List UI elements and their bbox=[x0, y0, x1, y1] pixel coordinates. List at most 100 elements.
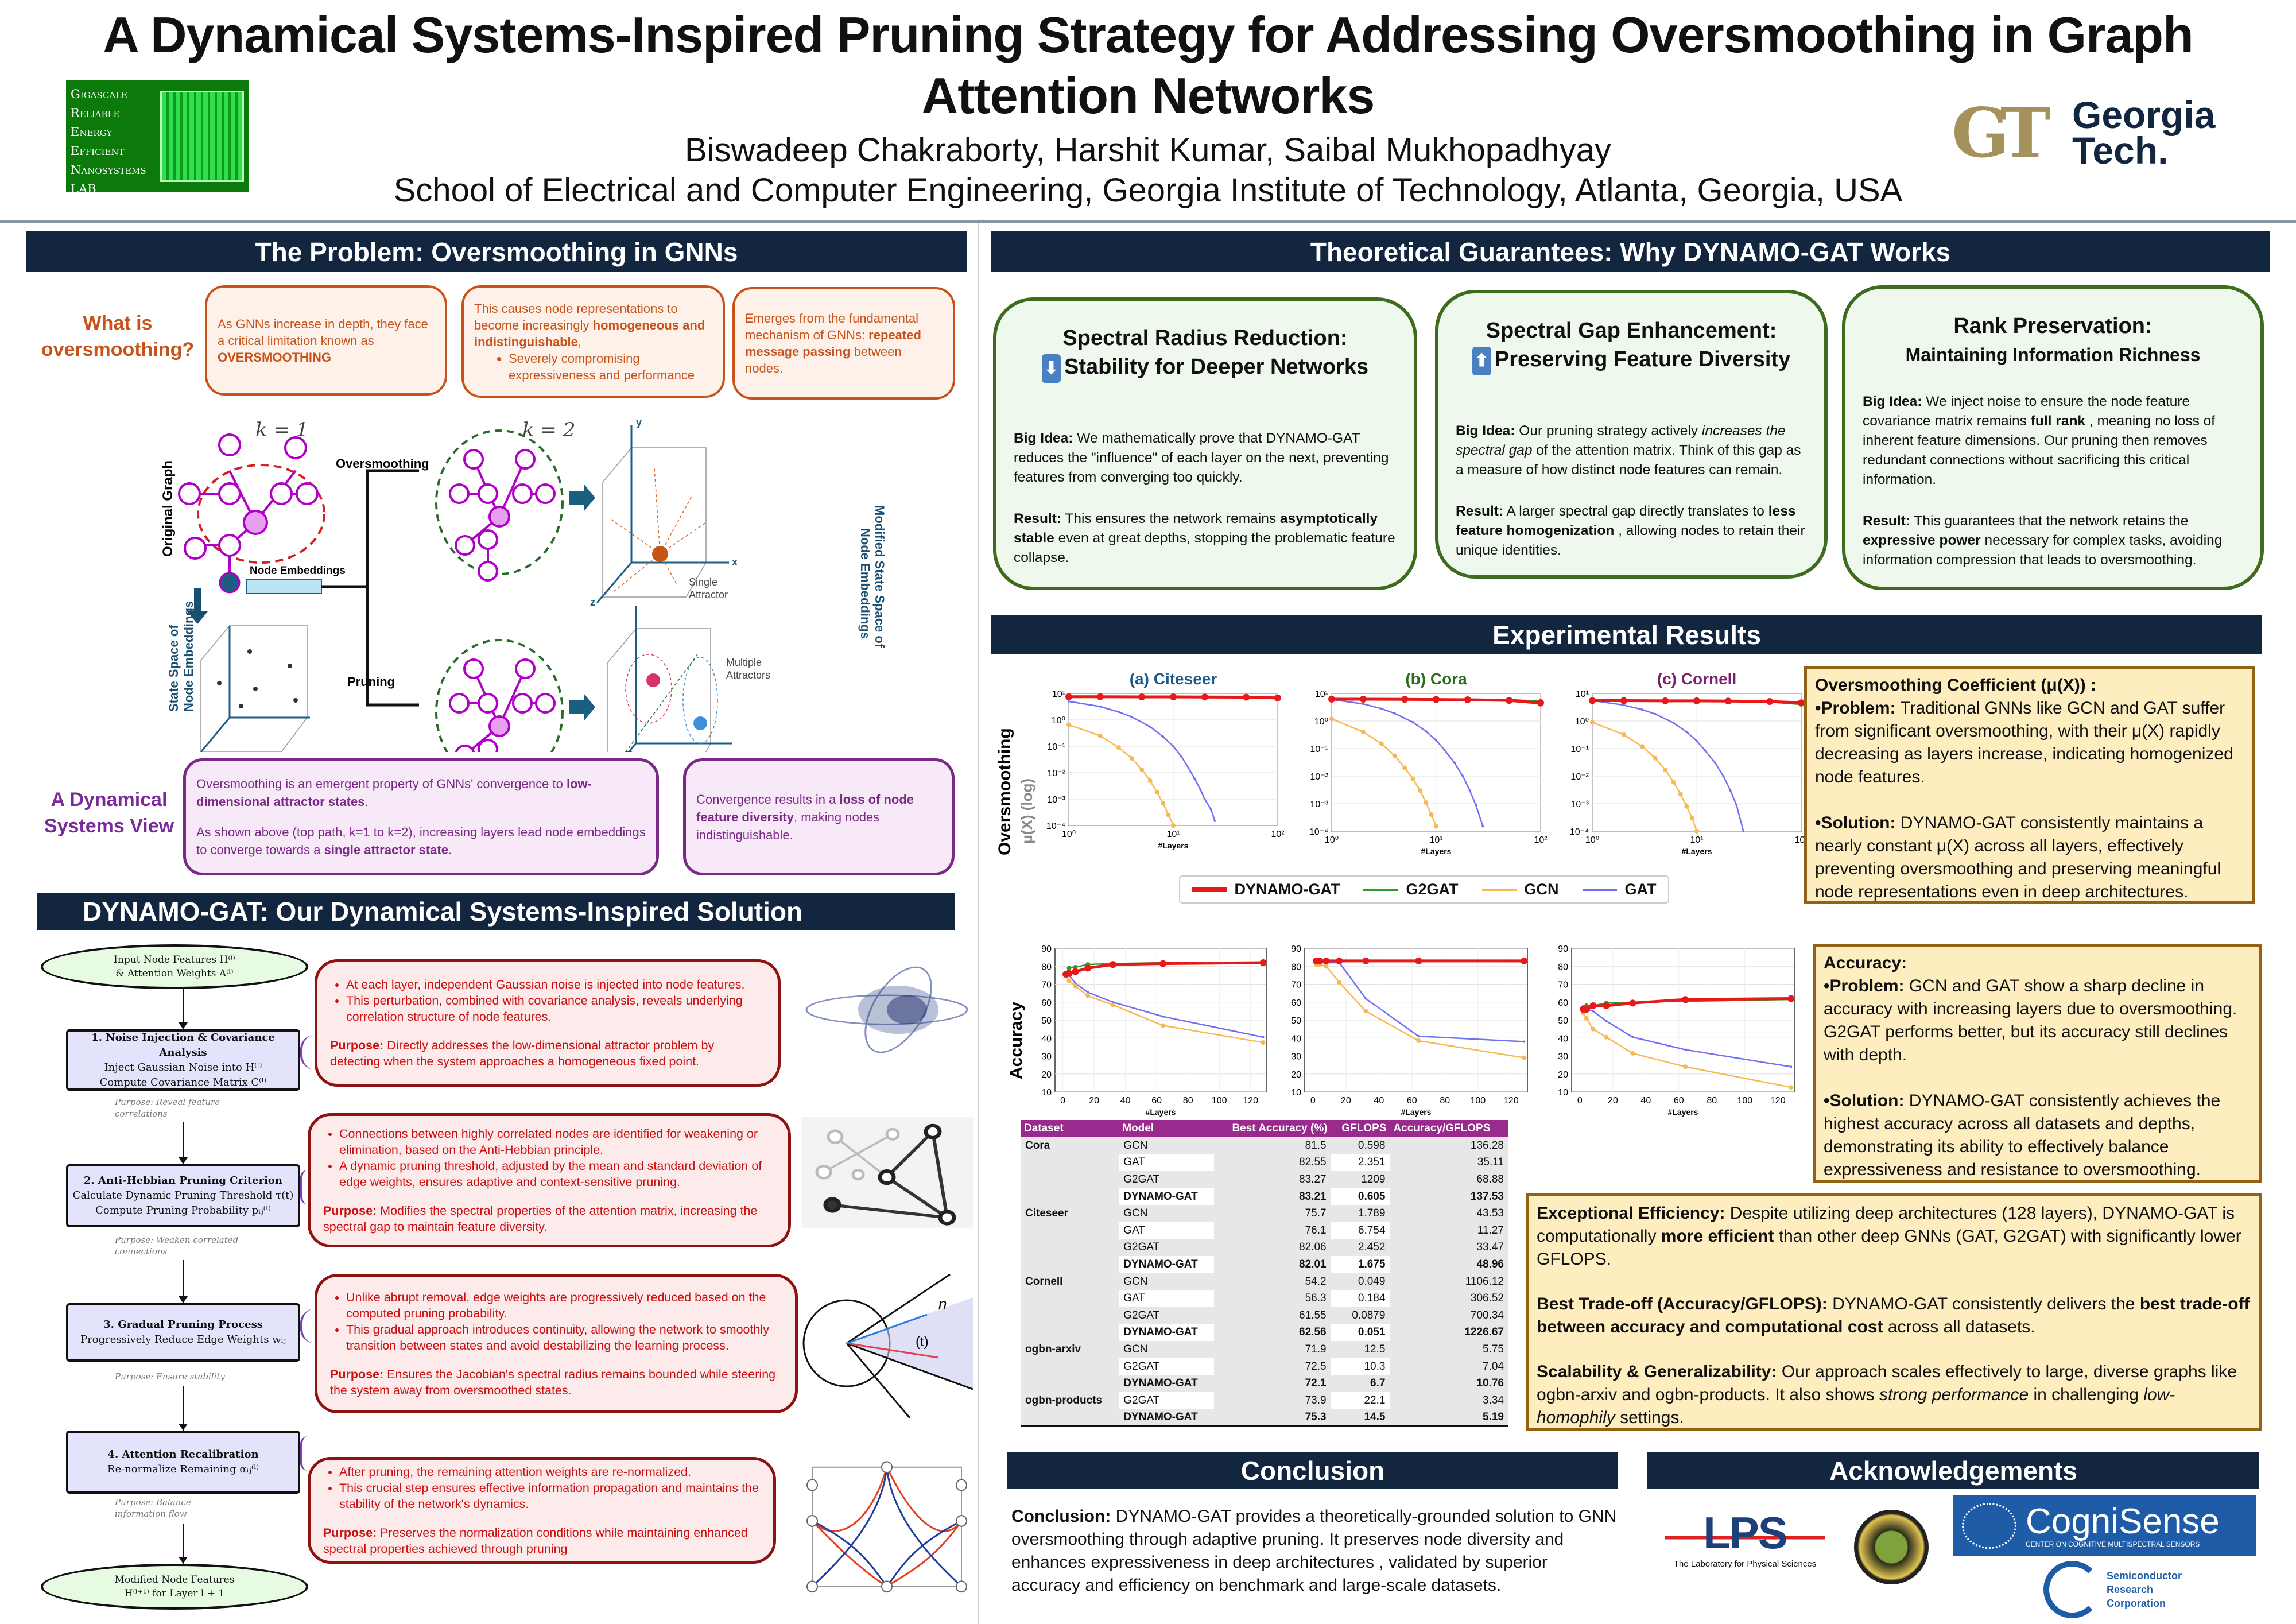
svg-text:Oversmoothing: Oversmoothing bbox=[995, 728, 1014, 855]
table-cell: 83.21 bbox=[1214, 1188, 1331, 1206]
table-cell: 5.75 bbox=[1390, 1341, 1508, 1358]
y-tick-label: 20 bbox=[1558, 1070, 1568, 1080]
data-point-gcn bbox=[1139, 767, 1145, 772]
noise-cloud-illustration bbox=[801, 962, 973, 1082]
table-cell: G2GAT bbox=[1119, 1239, 1215, 1257]
chart-title: (c) Cornell bbox=[1657, 670, 1736, 688]
data-point-gcn bbox=[1434, 824, 1438, 829]
table-cell: 62.56 bbox=[1214, 1324, 1331, 1342]
table-cell: 1.789 bbox=[1331, 1205, 1390, 1222]
data-point-gcn bbox=[1363, 1009, 1368, 1014]
x-tick-label: 20 bbox=[1089, 1096, 1099, 1106]
y-tick-label: 10⁻³ bbox=[1047, 795, 1065, 805]
data-point-gat bbox=[1685, 731, 1688, 734]
y-tick-label: 70 bbox=[1291, 980, 1301, 990]
data-point-gat bbox=[1362, 703, 1364, 706]
chart-title: (a) Citeseer bbox=[1130, 670, 1217, 688]
x-tick-label: 0 bbox=[1060, 1096, 1065, 1106]
table-cell: 0.184 bbox=[1331, 1290, 1390, 1307]
detail-bullet: Unlike abrupt removal, edge weights are … bbox=[346, 1289, 781, 1321]
detail-bullet: Connections between highly correlated no… bbox=[339, 1126, 774, 1158]
data-point-gcn bbox=[1110, 1002, 1115, 1007]
series-line-gcn bbox=[1068, 724, 1174, 826]
svg-text:z: z bbox=[590, 596, 595, 608]
data-point-dynamo-gat bbox=[1065, 693, 1072, 700]
arrow-head-icon bbox=[179, 1296, 188, 1303]
os-box-title: Oversmoothing Coefficient (μ(X)) : bbox=[1815, 676, 2097, 695]
theory-big-idea: Big Idea: We inject noise to ensure the … bbox=[1863, 394, 2216, 487]
table-cell: ogbn-products bbox=[1021, 1392, 1119, 1409]
original-graph bbox=[178, 433, 325, 574]
data-point-gcn bbox=[1171, 823, 1176, 828]
data-point-gat bbox=[1193, 777, 1196, 780]
data-point-gat bbox=[1523, 1040, 1526, 1043]
data-point-gat bbox=[1729, 789, 1732, 792]
data-point-gcn bbox=[1417, 788, 1422, 793]
table-cell: 11.27 bbox=[1390, 1222, 1508, 1239]
data-point-dynamo-gat bbox=[1316, 957, 1323, 964]
y-tick-label: 10¹ bbox=[1576, 689, 1589, 699]
data-point-gcn bbox=[1147, 778, 1153, 783]
table-cell: 136.28 bbox=[1390, 1137, 1508, 1154]
y-tick-label: 10⁻⁴ bbox=[1046, 821, 1065, 831]
data-point-gat bbox=[1435, 739, 1437, 742]
arrow-head-icon bbox=[179, 1157, 188, 1164]
y-tick-label: 10⁻³ bbox=[1570, 800, 1589, 809]
table-cell: 6.7 bbox=[1331, 1375, 1390, 1392]
data-point-dynamo-gat bbox=[1159, 960, 1167, 967]
svg-text:(t): (t) bbox=[916, 1334, 929, 1350]
table-cell: GAT bbox=[1119, 1154, 1215, 1172]
data-point-gat bbox=[1722, 775, 1725, 777]
data-point-dynamo-gat bbox=[1274, 694, 1281, 701]
data-point-gat bbox=[1742, 830, 1745, 832]
data-point-gat bbox=[1172, 745, 1174, 747]
x-tick-label: 0 bbox=[1577, 1096, 1583, 1106]
table-cell: G2GAT bbox=[1119, 1358, 1215, 1375]
data-point-gcn bbox=[1584, 1016, 1589, 1021]
y-tick-label: 50 bbox=[1041, 1016, 1052, 1026]
problem-box-2: This causes node representations to beco… bbox=[461, 285, 725, 398]
data-point-dynamo-gat bbox=[1322, 957, 1330, 964]
data-point-gcn bbox=[1410, 776, 1415, 781]
svg-text:Single: Single bbox=[689, 576, 718, 588]
y-tick-label: 80 bbox=[1558, 962, 1568, 972]
state-space-label: State Space of bbox=[166, 625, 181, 712]
attention-graph-illustration bbox=[801, 1455, 973, 1604]
data-point-dynamo-gat bbox=[1170, 693, 1177, 701]
data-point-gcn bbox=[1161, 801, 1166, 806]
data-point-gcn bbox=[1683, 1064, 1688, 1069]
data-point-dynamo-gat bbox=[1328, 695, 1335, 703]
data-point-gat bbox=[1592, 1010, 1595, 1013]
data-point-dynamo-gat bbox=[1072, 968, 1079, 975]
data-point-gcn bbox=[1085, 993, 1091, 998]
data-point-gat bbox=[1443, 749, 1446, 751]
graph-k2-bottom bbox=[435, 639, 564, 752]
table-cell: 56.3 bbox=[1214, 1290, 1331, 1307]
theory-result: Result: This guarantees that the network… bbox=[1863, 513, 2223, 568]
table-cell bbox=[1021, 1290, 1119, 1307]
data-point-dynamo-gat bbox=[1589, 1002, 1597, 1009]
legend-label: GAT bbox=[1624, 881, 1657, 898]
data-point-dynamo-gat bbox=[1583, 1006, 1590, 1013]
data-point-gcn bbox=[1789, 1085, 1794, 1090]
y-tick-label: 20 bbox=[1291, 1070, 1301, 1080]
y-tick-label: 10 bbox=[1291, 1088, 1301, 1098]
data-point-gat bbox=[1672, 722, 1675, 724]
table-header: GFLOPS bbox=[1331, 1120, 1390, 1137]
data-point-gcn bbox=[1360, 730, 1366, 735]
original-graph-label: Original Graph bbox=[160, 460, 176, 557]
table-header: Accuracy/GFLOPS bbox=[1390, 1120, 1508, 1137]
data-point-gcn bbox=[1066, 978, 1072, 983]
y-tick-label: 40 bbox=[1041, 1034, 1052, 1044]
y-tick-label: 50 bbox=[1291, 1016, 1301, 1026]
data-point-dynamo-gat bbox=[1798, 699, 1805, 707]
lab-logo-word: Energy bbox=[71, 125, 113, 139]
x-tick-label: 10⁰ bbox=[1585, 835, 1599, 845]
series-line-gcn bbox=[1331, 718, 1437, 827]
